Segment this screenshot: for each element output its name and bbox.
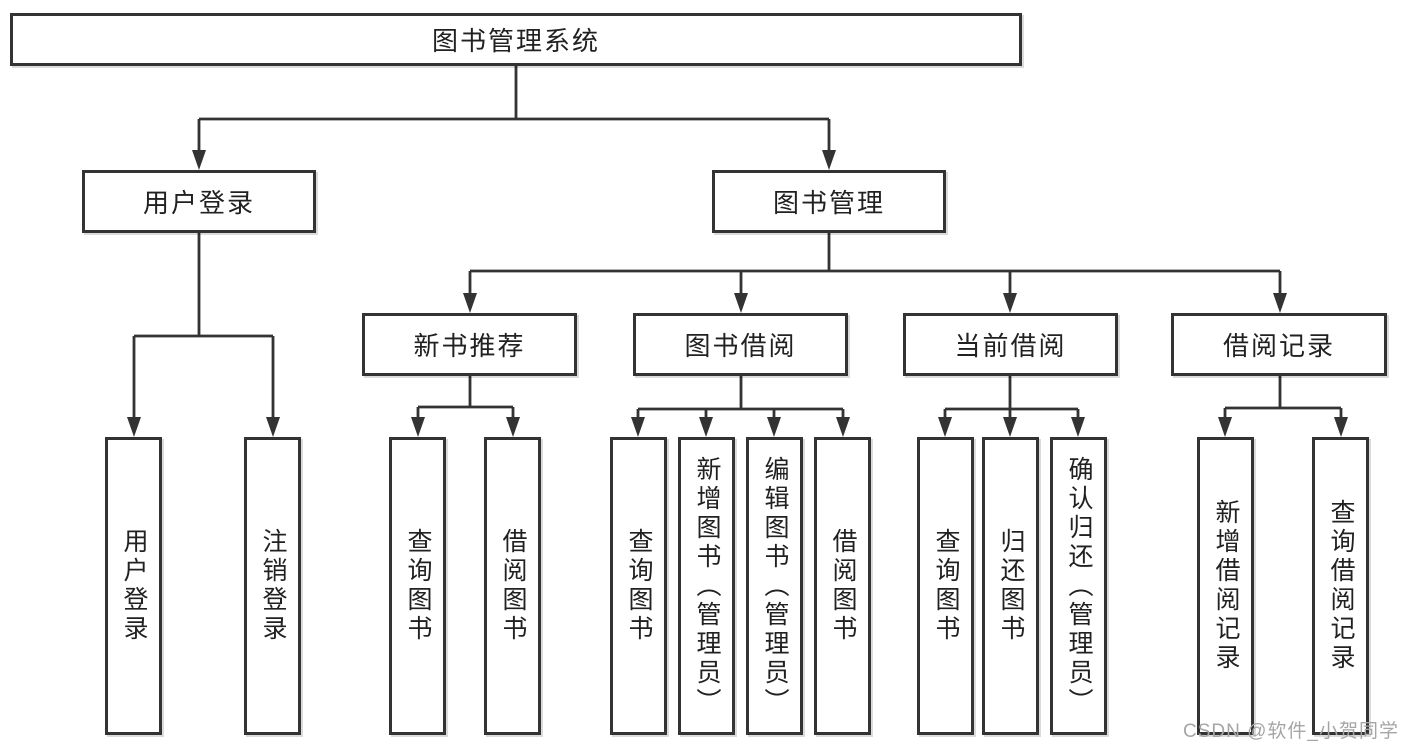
arrow-down-icon — [1003, 293, 1017, 313]
leaf-label: 确认归还（管理员） — [1065, 455, 1093, 717]
arrow-down-icon — [411, 417, 425, 437]
leaf-logout: 注销登录 — [244, 437, 301, 735]
arrow-down-icon — [266, 417, 280, 437]
node-new-book-recommend: 新书推荐 — [362, 313, 577, 376]
arrow-down-icon — [938, 417, 952, 437]
leaf-add-books-admin: 新增图书（管理员） — [678, 437, 735, 735]
arrow-down-icon — [767, 417, 781, 437]
leaf-label: 编辑图书（管理员） — [761, 455, 789, 717]
leaf-label: 借阅图书 — [829, 528, 857, 644]
node-borrow-records-label: 借阅记录 — [1222, 331, 1335, 361]
node-root: 图书管理系统 — [10, 13, 1022, 66]
arrow-down-icon — [127, 417, 141, 437]
arrow-down-icon — [1071, 417, 1085, 437]
node-book-borrow-label: 图书借阅 — [684, 331, 797, 361]
leaf-label: 用户登录 — [120, 528, 148, 644]
node-new-book-recommend-label: 新书推荐 — [413, 331, 526, 361]
arrow-down-icon — [734, 293, 748, 313]
watermark-text: CSDN @软件_小贺同学 — [1183, 721, 1399, 742]
leaf-label: 查询图书 — [404, 528, 432, 644]
node-root-label: 图书管理系统 — [431, 26, 600, 56]
leaf-label: 查询借阅记录 — [1327, 499, 1355, 673]
leaf-add-borrow-record: 新增借阅记录 — [1197, 437, 1254, 735]
arrow-down-icon — [192, 150, 206, 170]
node-current-borrow: 当前借阅 — [903, 313, 1118, 376]
leaf-label: 查询图书 — [625, 528, 653, 644]
leaf-label: 查询图书 — [932, 528, 960, 644]
leaf-label: 新增图书（管理员） — [693, 455, 721, 717]
leaf-query-books-recommend: 查询图书 — [389, 437, 446, 735]
leaf-label: 新增借阅记录 — [1212, 499, 1240, 673]
connector-book-borrow-leaves — [631, 376, 850, 437]
node-borrow-records: 借阅记录 — [1171, 313, 1387, 376]
leaf-label: 注销登录 — [259, 528, 287, 644]
node-current-borrow-label: 当前借阅 — [954, 331, 1067, 361]
arrow-down-icon — [1218, 417, 1232, 437]
connector-book-management-to-level3 — [463, 233, 1287, 313]
arrow-down-icon — [836, 417, 850, 437]
node-book-borrow: 图书借阅 — [633, 313, 848, 376]
arrow-down-icon — [631, 417, 645, 437]
arrow-down-icon — [1273, 293, 1287, 313]
arrow-down-icon — [699, 417, 713, 437]
arrow-down-icon — [463, 293, 477, 313]
leaf-query-books-borrow: 查询图书 — [610, 437, 667, 735]
leaf-query-borrow-record: 查询借阅记录 — [1312, 437, 1369, 735]
leaf-edit-books-admin: 编辑图书（管理员） — [746, 437, 803, 735]
leaf-user-login: 用户登录 — [105, 437, 162, 735]
arrow-down-icon — [822, 150, 836, 170]
node-user-login-label: 用户登录 — [142, 188, 255, 218]
node-book-management-label: 图书管理 — [772, 188, 885, 218]
node-user-login: 用户登录 — [82, 170, 316, 233]
connector-new-book-recommend-leaves — [411, 376, 520, 437]
connector-borrow-records-leaves — [1218, 376, 1348, 437]
leaf-query-books-current: 查询图书 — [917, 437, 974, 735]
leaf-borrow-books-recommend: 借阅图书 — [484, 437, 541, 735]
arrow-down-icon — [1003, 417, 1017, 437]
arrow-down-icon — [506, 417, 520, 437]
connector-current-borrow-leaves — [938, 376, 1085, 437]
connector-user-login-leaves — [127, 233, 280, 437]
node-book-management: 图书管理 — [712, 170, 946, 233]
leaf-confirm-return-admin: 确认归还（管理员） — [1050, 437, 1107, 735]
leaf-label: 借阅图书 — [499, 528, 527, 644]
leaf-label: 归还图书 — [997, 528, 1025, 644]
leaf-borrow-books: 借阅图书 — [814, 437, 871, 735]
leaf-return-books: 归还图书 — [982, 437, 1039, 735]
connector-root-to-level2 — [192, 66, 836, 170]
arrow-down-icon — [1334, 417, 1348, 437]
